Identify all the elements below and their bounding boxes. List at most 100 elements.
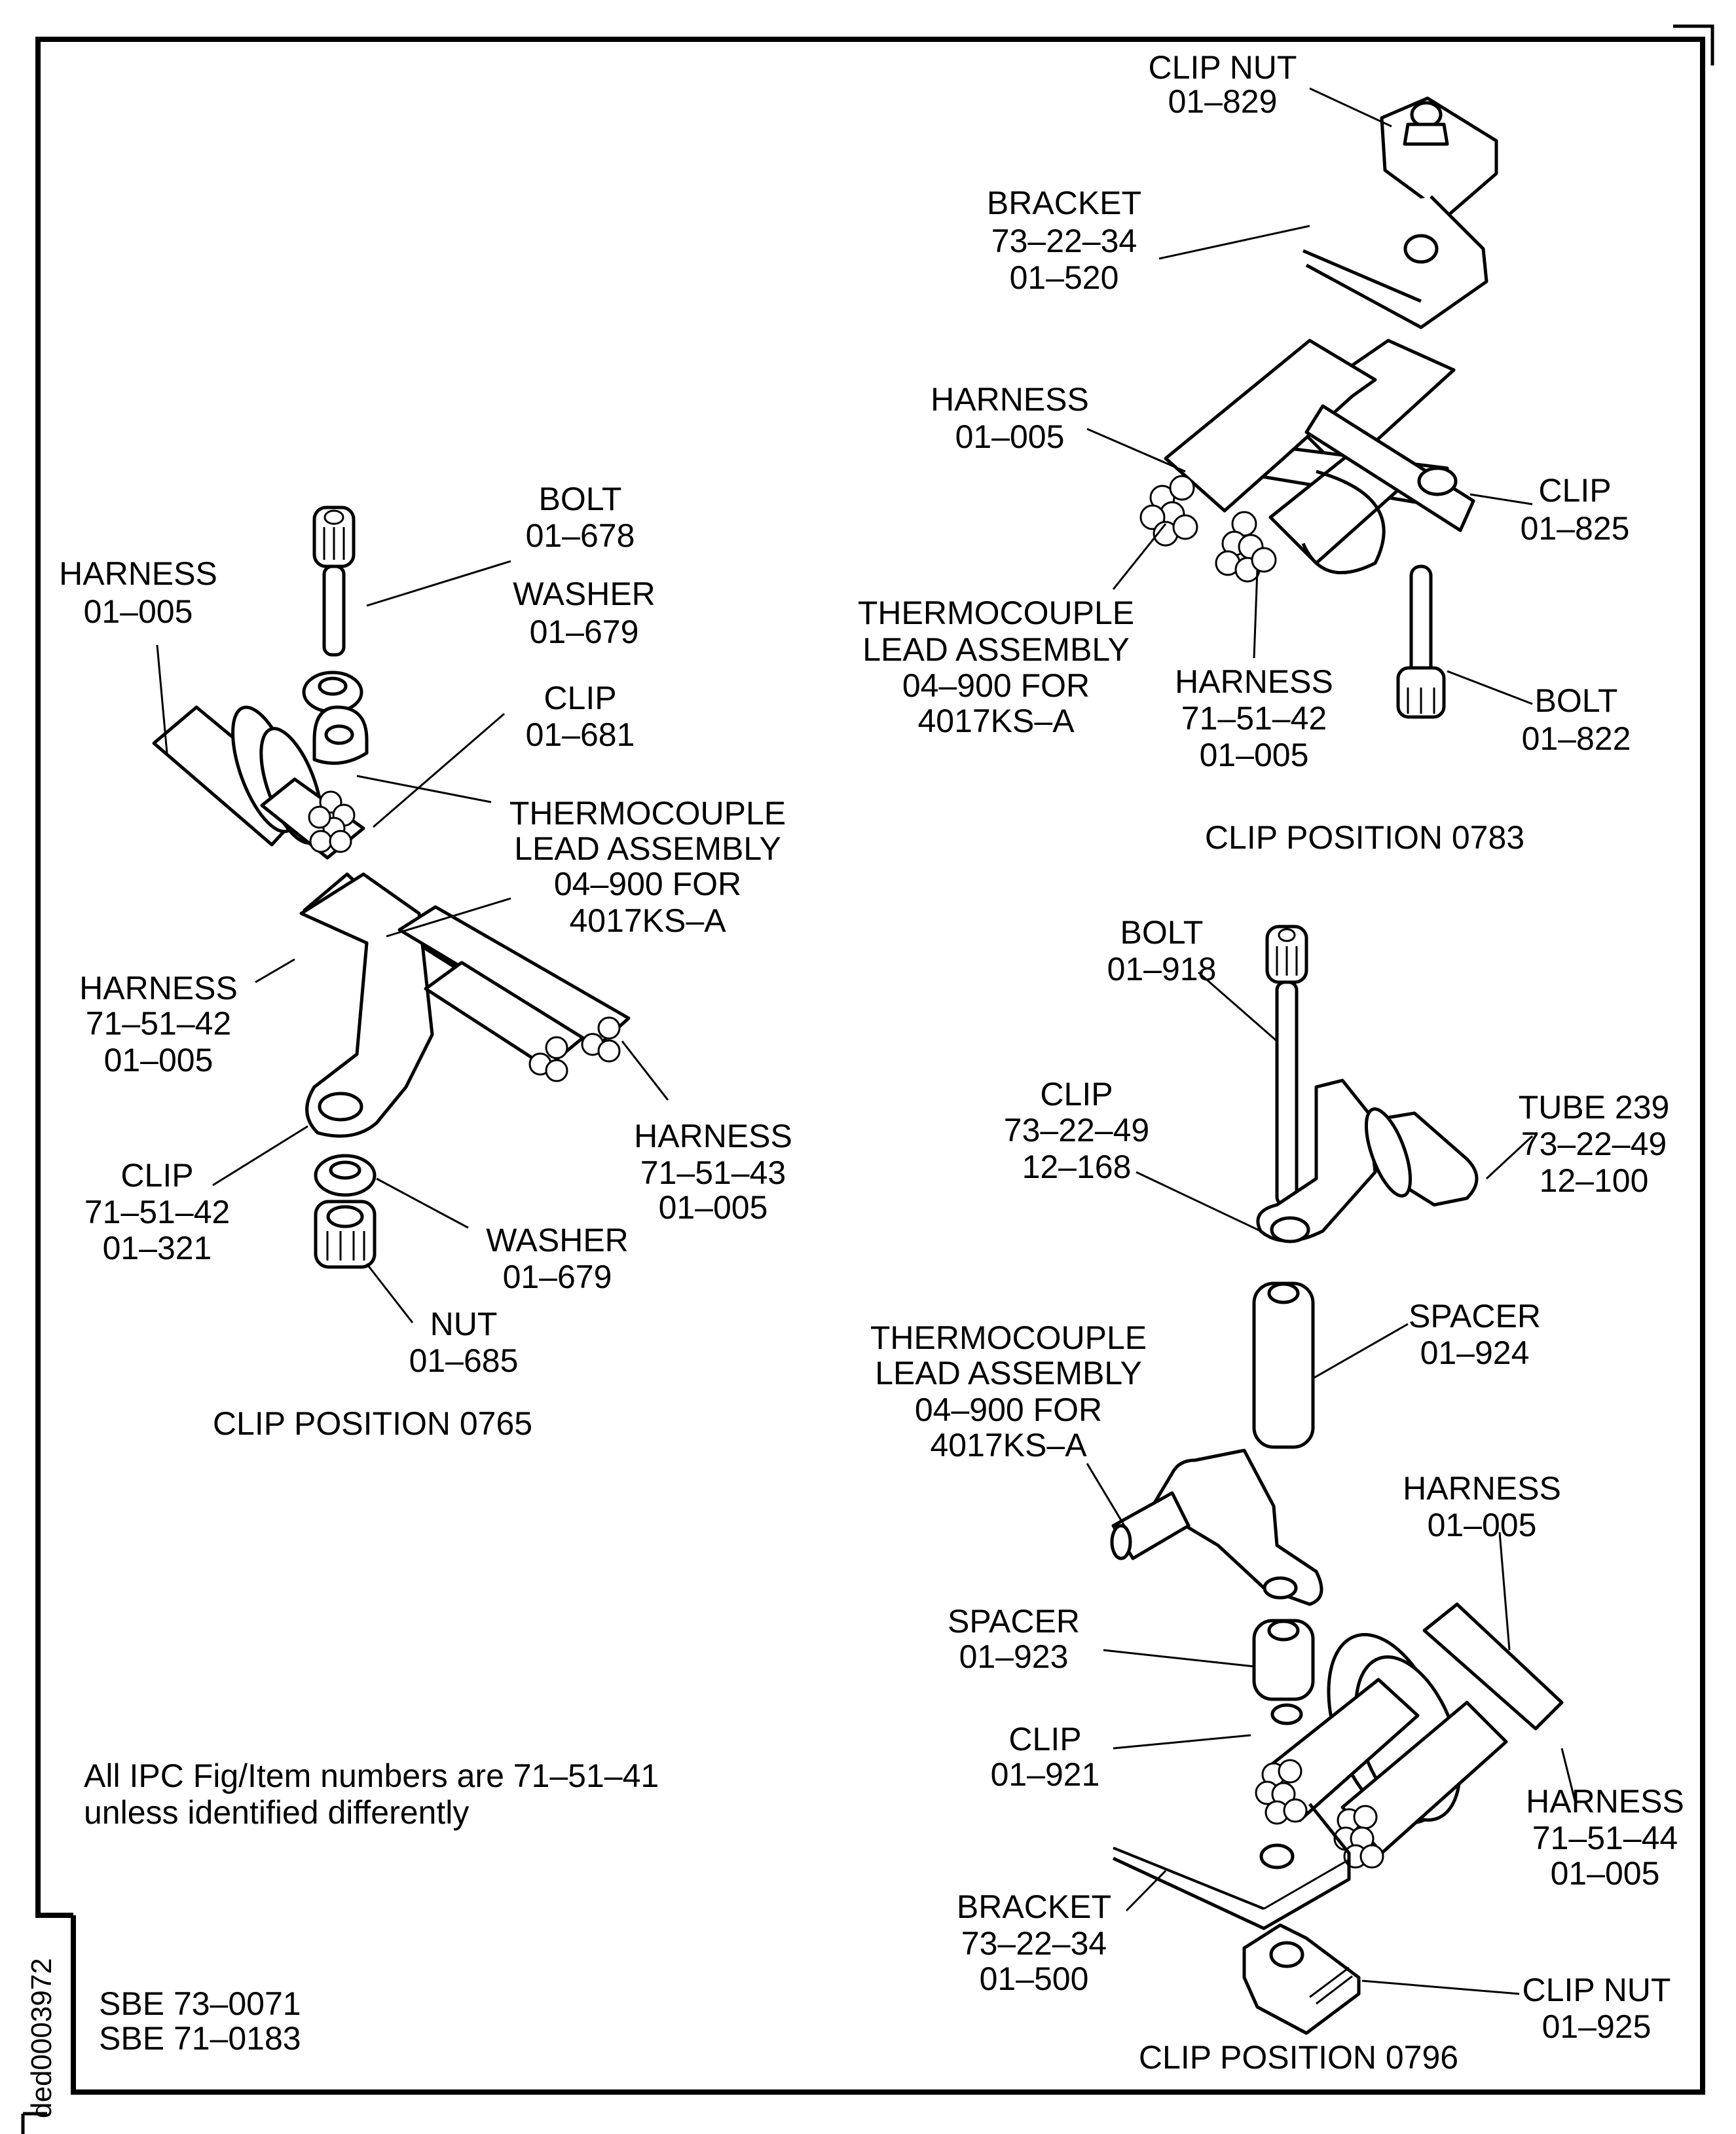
callout-label: 71–51–42 — [86, 1005, 231, 1042]
callout-label: 01–005 — [84, 593, 193, 630]
callout-label: 01–918 — [1107, 951, 1217, 987]
tc-clip-0796-drawing — [1110, 1448, 1323, 1606]
callout-label: 01–500 — [980, 1960, 1089, 1997]
leaders-0783 — [1086, 87, 1533, 705]
group-title-0796: CLIP POSITION 0796 — [1139, 2039, 1458, 2076]
nut-685-drawing — [314, 1200, 377, 1269]
bracket-500-drawing — [1112, 1803, 1351, 1930]
callout-label: SPACER — [1409, 1298, 1541, 1334]
callout-label: WASHER — [486, 1222, 629, 1259]
harness-cluster-0796 — [1255, 1602, 1564, 1869]
callout-label: HARNESS — [79, 970, 238, 1006]
callout-label: 4017KS–A — [917, 703, 1075, 739]
callout-label: CLIP NUT — [1523, 1972, 1671, 2008]
bolt-678-drawing — [312, 506, 356, 657]
spacer-923-drawing — [1252, 1619, 1315, 1701]
callout-label: BOLT — [1535, 682, 1618, 719]
callout-label: 01–825 — [1521, 510, 1630, 547]
callout-label: 04–900 FOR — [902, 667, 1090, 704]
callout-label: CLIP — [120, 1157, 193, 1194]
group-0765-labels: BOLT 01–678 HARNESS 01–005 WASHER 01–679… — [59, 481, 792, 1442]
spacer-924-drawing — [1252, 1281, 1315, 1449]
callout-label: BOLT — [1120, 914, 1204, 951]
callout-label: 01–679 — [503, 1259, 612, 1295]
callout-label: 01–679 — [530, 614, 639, 650]
leaders-0796 — [1086, 971, 1576, 1995]
callout-label: 4017KS–A — [930, 1427, 1087, 1463]
figure-id: ded0003972 — [26, 1958, 58, 2118]
drawing-frame — [21, 24, 1714, 2134]
callout-label: 01–829 — [1168, 83, 1278, 120]
callout-label: 04–900 FOR — [554, 866, 741, 902]
callout-label: BOLT — [539, 481, 622, 517]
callout-label: 01–925 — [1542, 2008, 1652, 2045]
callout-label: 01–681 — [526, 716, 635, 753]
bracket-520-drawing — [1302, 195, 1488, 329]
callout-label: 73–22–34 — [961, 1925, 1107, 1962]
callout-label: 01–520 — [1010, 259, 1119, 296]
callout-label: 71–51–42 — [84, 1194, 230, 1230]
bolt-918-drawing — [1265, 925, 1308, 1207]
callout-label: 73–22–34 — [991, 223, 1137, 259]
callout-label: 01–005 — [104, 1042, 213, 1078]
callout-label: NUT — [430, 1306, 498, 1342]
callout-label: 71–51–43 — [640, 1154, 786, 1191]
callout-label: LEAD ASSEMBLY — [862, 631, 1130, 668]
callout-label: 01–005 — [659, 1189, 768, 1226]
washer-679-a-drawing — [302, 671, 363, 714]
note-line: All IPC Fig/Item numbers are 71–51–41 — [84, 1757, 659, 1794]
callout-label: 01–005 — [1428, 1507, 1537, 1543]
callout-label: HARNESS — [1175, 663, 1333, 700]
callout-label: CLIP — [1008, 1721, 1081, 1757]
callout-label: 71–51–42 — [1181, 700, 1327, 737]
callout-label: 01–005 — [955, 418, 1065, 455]
callout-label: HARNESS — [59, 555, 217, 592]
sbe-reference: SBE 73–0071 — [99, 1985, 301, 2022]
callout-label: 01–921 — [991, 1756, 1100, 1793]
callout-label: LEAD ASSEMBLY — [514, 830, 781, 867]
callout-label: CLIP NUT — [1149, 49, 1297, 86]
callout-label: SPACER — [948, 1603, 1080, 1640]
group-title-0765: CLIP POSITION 0765 — [213, 1405, 532, 1442]
callout-label: CLIP — [1538, 472, 1611, 509]
callout-label: WASHER — [513, 576, 656, 612]
ipc-note: All IPC Fig/Item numbers are 71–51–41 un… — [84, 1757, 659, 1831]
callout-label: 4017KS–A — [569, 902, 726, 939]
clip-321-drawing — [299, 872, 631, 1138]
callout-label: 01–923 — [959, 1638, 1069, 1675]
clipnut-829-drawing — [1380, 96, 1498, 218]
callout-label: CLIP — [1040, 1076, 1113, 1113]
callout-label: 01–678 — [526, 517, 635, 554]
callout-label: THERMOCOUPLE — [509, 795, 786, 832]
callout-label: HARNESS — [931, 381, 1089, 418]
clip-681-drawing — [312, 705, 369, 765]
callout-label: THERMOCOUPLE — [870, 1319, 1147, 1356]
callout-label: BRACKET — [957, 1888, 1111, 1925]
callout-label: HARNESS — [634, 1118, 792, 1154]
harness-cluster-0765-a — [152, 705, 365, 860]
leaders-0765 — [156, 560, 669, 1323]
group-0796-labels: BOLT 01–918 CLIP 73–22–49 12–168 TUBE 23… — [870, 914, 1684, 2076]
callout-label: 12–168 — [1022, 1149, 1132, 1185]
callout-label: TUBE 239 — [1519, 1089, 1670, 1126]
group-0783-labels: CLIP NUT 01–829 BRACKET 73–22–34 01–520 … — [858, 49, 1631, 856]
callout-label: 01–005 — [1200, 737, 1309, 773]
callout-label: 01–685 — [409, 1342, 519, 1379]
callout-label: HARNESS — [1526, 1783, 1684, 1820]
group-title-0783: CLIP POSITION 0783 — [1205, 819, 1524, 856]
callout-label: CLIP — [544, 680, 616, 716]
note-line: unless identified differently — [84, 1794, 469, 1831]
callout-label: 73–22–49 — [1004, 1112, 1149, 1149]
callout-label: 04–900 FOR — [915, 1391, 1102, 1428]
bolt-822-drawing — [1396, 564, 1446, 719]
callout-label: 12–100 — [1540, 1162, 1649, 1199]
callout-label: 01–822 — [1522, 720, 1631, 757]
callout-label: 73–22–49 — [1521, 1126, 1667, 1162]
washer-679-b-drawing — [314, 1154, 377, 1197]
callout-label: HARNESS — [1403, 1470, 1561, 1507]
callout-label: 71–51–44 — [1532, 1820, 1678, 1856]
sbe-references: SBE 73–0071 SBE 71–0183 — [99, 1985, 301, 2057]
callout-label: 01–321 — [103, 1230, 212, 1266]
callout-label: LEAD ASSEMBLY — [875, 1355, 1142, 1391]
clip-168-drawing — [1256, 1078, 1479, 1243]
